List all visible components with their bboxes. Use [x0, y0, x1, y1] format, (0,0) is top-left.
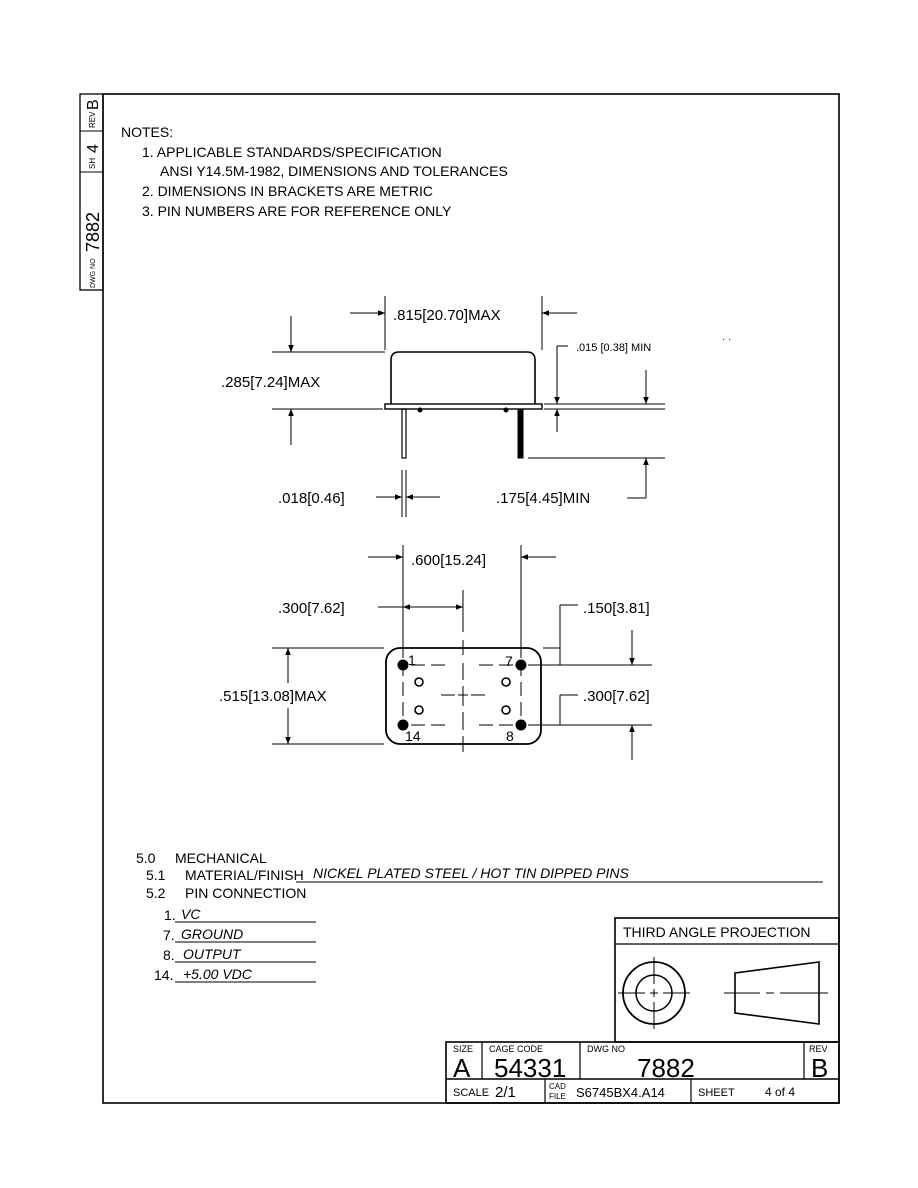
- side-rev-label: REV: [88, 111, 97, 128]
- sheet-label: SHEET: [698, 1087, 735, 1099]
- pin-1-dot: [397, 659, 409, 671]
- unused-pin-hole: [501, 705, 511, 715]
- projection-title: THIRD ANGLE PROJECTION: [623, 924, 810, 940]
- notes: NOTES: 1. APPLICABLE STANDARDS/SPECIFICA…: [121, 124, 508, 219]
- conn-14-value: +5.00 VDC: [183, 966, 253, 982]
- scale-label: SCALE: [453, 1087, 489, 1099]
- dim-height-max: .285[7.24]MAX: [221, 374, 320, 391]
- dim-edge-offset: .150[3.81]: [583, 600, 650, 617]
- notes-heading: NOTES:: [121, 124, 173, 140]
- mech-section-title: MECHANICAL: [175, 850, 267, 866]
- conn-14-num: 14.: [154, 967, 173, 983]
- mech-section-num: 5.0: [136, 850, 156, 866]
- conn-1-num: 1.: [164, 907, 176, 923]
- side-sh-label: SH: [88, 158, 97, 169]
- unused-pin-hole: [414, 705, 424, 715]
- pin-14-dot: [397, 719, 409, 731]
- conn-7-value: GROUND: [181, 926, 243, 942]
- cage-label: CAGE CODE: [489, 1044, 543, 1054]
- dim-depth-max: .515[13.08]MAX: [219, 688, 327, 705]
- cad-label-2: FILE: [549, 1092, 566, 1101]
- dim-pin-dia: .018[0.46]: [278, 490, 345, 507]
- dim-pin-row-spacing: .600[15.24]: [411, 552, 486, 569]
- pin-14-label: 14: [405, 728, 421, 744]
- sheet-value: 4 of 4: [765, 1085, 795, 1099]
- pin-1-label: 1: [408, 652, 416, 668]
- dim-pin-length-min: .175[4.45]MIN: [496, 490, 590, 507]
- pin-left: [401, 408, 407, 459]
- pin-7-label: 7: [505, 653, 513, 669]
- title-block: [445, 1041, 840, 1104]
- size-label: SIZE: [453, 1044, 473, 1054]
- pin-conn-label: PIN CONNECTION: [185, 885, 306, 901]
- cad-label-1: CAD: [549, 1082, 566, 1091]
- conn-1-value: VC: [181, 906, 201, 922]
- cage-value: 54331: [494, 1053, 566, 1083]
- mechanical-section: 5.0 MECHANICAL 5.1 MATERIAL/FINISH NICKE…: [136, 850, 823, 983]
- conn-8-value: OUTPUT: [183, 946, 242, 962]
- dim-width-max: .815[20.70]MAX: [393, 307, 501, 324]
- cad-file-value: S6745BX4.A14: [576, 1085, 665, 1100]
- material-label: MATERIAL/FINISH: [185, 867, 304, 883]
- top-view: [272, 545, 652, 760]
- pin-7-dot: [515, 659, 527, 671]
- dim-standoff-min: .015 [0.38] MIN: [576, 342, 651, 354]
- pin-8-label: 8: [506, 728, 514, 744]
- scale-value: 2/1: [495, 1084, 516, 1101]
- conn-7-num: 7.: [163, 927, 175, 943]
- note-3: 3. PIN NUMBERS ARE FOR REFERENCE ONLY: [142, 203, 452, 219]
- side-view: [272, 296, 665, 517]
- package-base: [384, 403, 543, 410]
- side-dwg-label: DWG NO: [90, 258, 97, 288]
- unused-pin-hole: [414, 677, 424, 687]
- note-2: 2. DIMENSIONS IN BRACKETS ARE METRIC: [142, 183, 433, 199]
- package-body: [390, 351, 536, 404]
- conn-8-num: 8.: [163, 947, 175, 963]
- rev-label: REV: [809, 1044, 828, 1054]
- pin-right: [517, 408, 524, 459]
- projection-trapezoid: [734, 961, 820, 1025]
- side-sh-value: 4: [85, 144, 102, 153]
- material-value: NICKEL PLATED STEEL / HOT TIN DIPPED PIN…: [313, 865, 630, 881]
- pin-8-dot: [515, 719, 527, 731]
- side-title-block: REV B SH 4 DWG NO 7882: [79, 93, 104, 291]
- note-1: 1. APPLICABLE STANDARDS/SPECIFICATION: [142, 144, 442, 160]
- side-dwg-value: 7882: [83, 212, 103, 252]
- dim-pin-half-spacing: .300[7.62]: [278, 600, 345, 617]
- unused-pin-hole: [501, 677, 511, 687]
- stray-dots: · ·: [722, 334, 731, 345]
- dim-pin-col-spacing: .300[7.62]: [583, 688, 650, 705]
- side-rev-value: B: [85, 99, 102, 110]
- pin-conn-num: 5.2: [146, 885, 166, 901]
- note-1-cont: ANSI Y14.5M-1982, DIMENSIONS AND TOLERAN…: [160, 163, 508, 179]
- size-value: A: [453, 1053, 471, 1083]
- material-num: 5.1: [146, 867, 166, 883]
- dwg-label: DWG NO: [587, 1044, 625, 1054]
- rev-value: B: [811, 1053, 828, 1083]
- dwg-value: 7882: [637, 1053, 695, 1083]
